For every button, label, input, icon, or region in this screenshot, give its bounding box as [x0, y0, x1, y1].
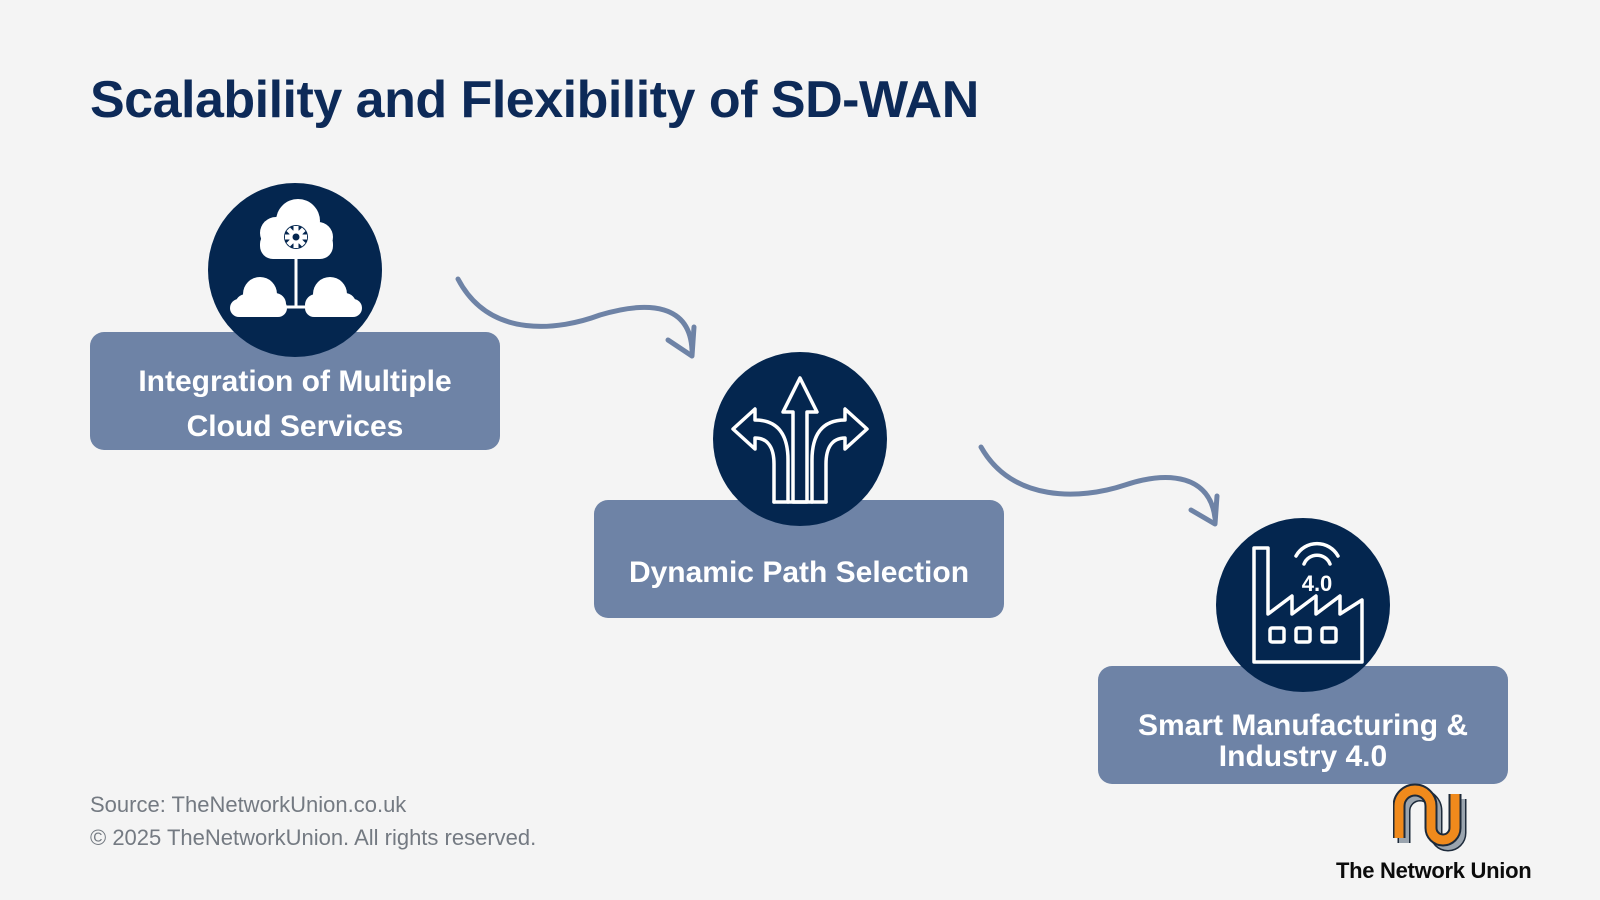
smart-factory-icon: 4.0 — [1252, 541, 1364, 664]
industry-version-label: 4.0 — [1302, 571, 1333, 596]
step-box-path-selection: Dynamic Path Selection — [594, 500, 1004, 618]
split-arrows-icon — [731, 376, 869, 504]
brand-name: The Network Union — [1336, 858, 1532, 883]
copyright-text: © 2025 TheNetworkUnion. All rights reser… — [90, 825, 537, 850]
connector-arrow-2-head — [1188, 493, 1220, 527]
step-circle-cloud-services — [208, 183, 382, 357]
source-text: Source: TheNetworkUnion.co.uk — [90, 792, 407, 817]
step-label-cloud-services: Integration of Multiple Cloud Services — [138, 365, 452, 443]
step-label-path-selection: Dynamic Path Selection — [628, 555, 970, 589]
connector-arrow-1-head — [665, 324, 697, 359]
step-box-smart-manufacturing: Smart Manufacturing & Industry 4.0 — [1098, 666, 1508, 784]
connector-arrow-2 — [978, 444, 1218, 521]
connector-arrow-1 — [455, 276, 695, 353]
cloud-network-icon — [230, 199, 362, 317]
network-union-logo — [1393, 783, 1467, 852]
step-label-smart-manufacturing: Smart Manufacturing & Industry 4.0 — [1137, 708, 1469, 773]
step-circle-smart-manufacturing: 4.0 — [1216, 518, 1390, 692]
step-circle-path-selection — [713, 352, 887, 526]
page-title: Scalability and Flexibility of SD-WAN — [90, 71, 979, 129]
step-box-cloud-services: Integration of Multiple Cloud Services — [90, 332, 500, 450]
